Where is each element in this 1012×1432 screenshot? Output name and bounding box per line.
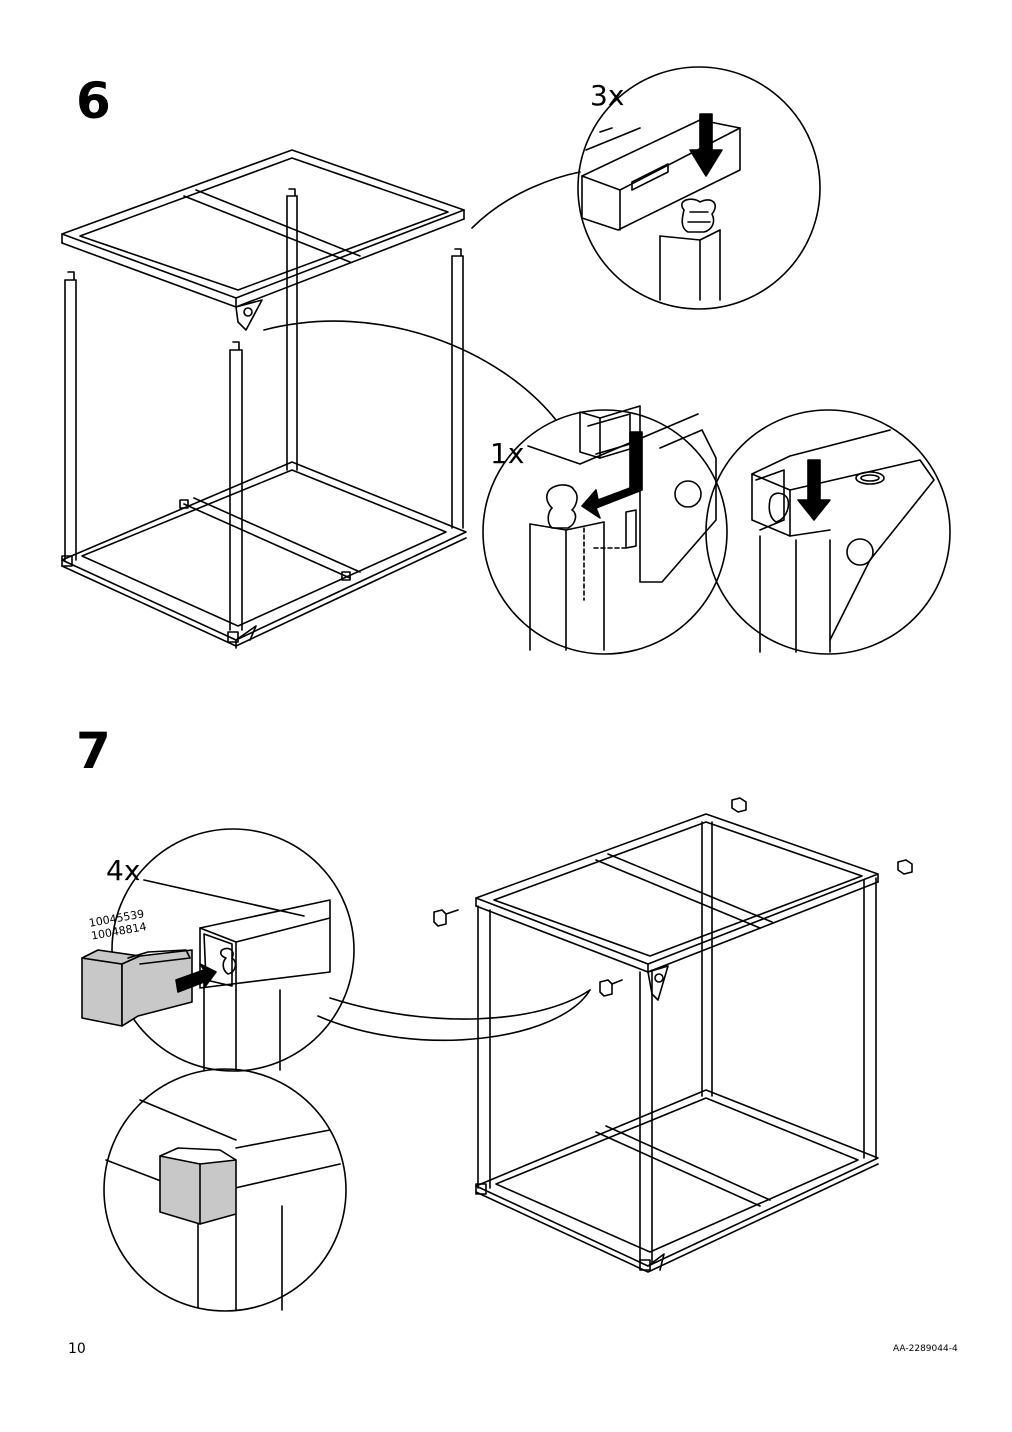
step7-leader-outer — [317, 989, 591, 1042]
page-number: 10 — [68, 1341, 86, 1357]
step6-leader-top — [471, 171, 581, 229]
step6-leader-bottom — [263, 320, 557, 421]
step7-caps — [433, 797, 913, 997]
step-6-number: 6 — [76, 72, 111, 130]
step6-quantity-3x: 3x — [590, 79, 625, 112]
step7-leader-inner — [329, 989, 591, 1020]
step6-detail-1x — [482, 405, 728, 655]
step6-detail-result — [705, 409, 951, 655]
step-7-number: 7 — [76, 722, 111, 780]
step7-detail-4x — [81, 828, 355, 1072]
step7-quantity-4x: 4x — [106, 854, 141, 887]
step6-detail-3x — [577, 66, 821, 310]
step7-detail-result — [103, 1068, 347, 1312]
step6-quantity-1x: 1x — [490, 437, 525, 470]
step6-frame — [61, 149, 467, 649]
document-code: AA-2289044-4 — [893, 1344, 958, 1354]
step7-frame — [475, 813, 879, 1273]
